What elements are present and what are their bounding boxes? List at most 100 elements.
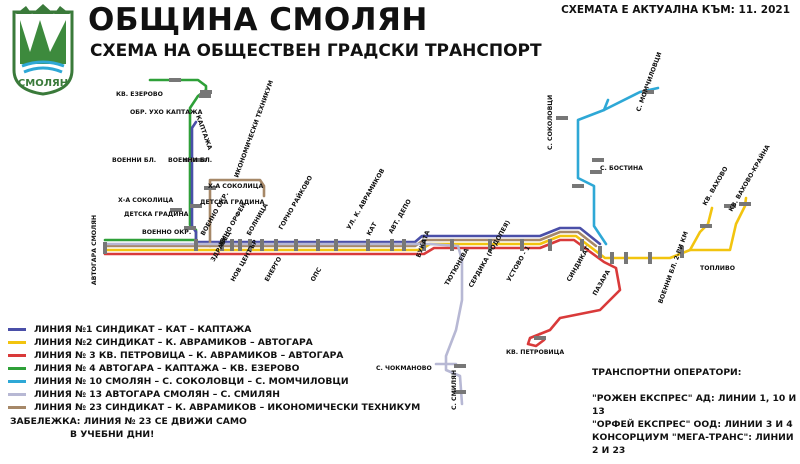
station-stop-marker (334, 239, 338, 251)
station-stop-marker (450, 239, 454, 251)
operator-rozhen: "РОЖЕН ЕКСПРЕС" АД: ЛИНИИ 1, 10 И 13 (592, 393, 797, 417)
station-stop-marker (248, 239, 252, 251)
smolyan-coat-of-arms-logo: СМОЛЯН (12, 4, 74, 96)
note-line-1: ЗАБЕЛЕЖКА: ЛИНИЯ № 23 СЕ ДВИЖИ САМО (10, 416, 247, 427)
page-title: ОБЩИНА СМОЛЯН (88, 2, 428, 38)
station-stop-marker (316, 239, 320, 251)
station-stop-marker (454, 364, 466, 368)
station-stop-marker (402, 239, 406, 251)
station-label-tyutyuneva: ТЮТЮНЕВА (444, 247, 471, 287)
legend-swatch (8, 406, 26, 409)
station-label-pazara: ПАЗАРА (592, 269, 612, 297)
legend-swatch (8, 393, 26, 396)
legend-item: ЛИНИЯ № 3 КВ. ПЕТРОВИЦА – К. АВРАМИКОВ –… (8, 349, 420, 362)
line-13-route (103, 242, 464, 406)
legend-label: ЛИНИЯ №1 СИНДИКАТ – КАТ – КАПТАЖА (34, 324, 252, 335)
station-stop-marker (169, 78, 181, 82)
station-stop-marker (230, 239, 234, 251)
station-label-bostina: С. БОСТИНА (600, 165, 643, 172)
legend-item: ЛИНИЯ № 13 АВТОГАРА СМОЛЯН – С. СМИЛЯН (8, 388, 420, 401)
lines-legend: ЛИНИЯ №1 СИНДИКАТ – КАТ – КАПТАЖА ЛИНИЯ №… (8, 323, 420, 414)
station-stop-marker (592, 158, 604, 162)
legend-swatch (8, 354, 26, 357)
line-3-route (103, 238, 622, 336)
station-stop-marker (454, 390, 466, 394)
station-stop-marker (648, 252, 652, 264)
station-stop-marker (680, 246, 684, 258)
station-stop-marker (184, 158, 196, 162)
station-label-avt-depo: АВТ. ДЕПО (388, 198, 413, 235)
legend-swatch (8, 367, 26, 370)
note-line-2: В УЧЕБНИ ДНИ! (70, 429, 155, 440)
station-label-k-avramikov-top: УЛ. К. АВРАМИКОВ (346, 167, 387, 231)
page-subtitle: СХЕМА НА ОБЩЕСТВЕН ГРАДСКИ ТРАНСПОРТ (90, 41, 542, 61)
legend-item: ЛИНИЯ №1 СИНДИКАТ – КАТ – КАПТАЖА (8, 323, 420, 336)
station-label-sindikat: СИНДИКАТ (566, 244, 592, 283)
station-stop-marker (103, 242, 107, 254)
station-label-h-sokolica-left: Х-А СОКОЛИЦА (118, 197, 173, 204)
station-label-ustovo: УСТОВО - 1 (506, 245, 532, 283)
station-label-chokmanovo: С. ЧОКМАНОВО (376, 365, 432, 372)
line-1-kaptazha-branch (190, 120, 198, 234)
legend-swatch (8, 341, 26, 344)
legend-swatch (8, 328, 26, 331)
station-label-kat: КАТ (366, 221, 379, 237)
station-label-bolnica: БОЛНИЦА (246, 202, 270, 237)
line-3-petrovica-loop (526, 332, 546, 348)
station-stop-marker (624, 252, 628, 264)
station-label-petrovica: КВ. ПЕТРОВИЦА (506, 349, 564, 356)
station-label-gorno-raikovo: ГОРНО РАЙКОВО (276, 174, 314, 231)
station-stop-marker (590, 170, 602, 174)
station-stop-marker (199, 94, 211, 98)
station-label-ikonomicheski: ИКОНОМИЧЕСКИ ТЕХНИКУМ (233, 80, 275, 179)
station-stop-marker (238, 239, 242, 251)
station-label-ops: ОПС (310, 266, 324, 283)
station-stop-marker (170, 208, 182, 212)
station-stop-marker (194, 239, 198, 251)
station-label-detska-right: ДЕТСКА ГРАДИНА (200, 199, 265, 206)
station-label-voenno-ba-right: ВОЕННИ БЛ. (168, 157, 212, 164)
station-label-sokolovci: С. СОКОЛОВЦИ (547, 95, 554, 150)
station-stop-marker (520, 239, 524, 251)
station-stop-marker (534, 336, 546, 340)
line-10-momchilovci (602, 86, 660, 112)
station-label-smilyan: С. СМИЛЯН (451, 370, 458, 410)
station-label-kaptazha: КАПТАЖА (194, 114, 213, 151)
station-label-topivo: ТОПЛИВО (700, 265, 735, 272)
station-label-h-sokolica-right: Х-А СОКОЛИЦА (208, 183, 263, 190)
station-stop-marker (739, 202, 751, 206)
station-stop-marker (260, 239, 264, 251)
station-stop-marker (700, 224, 712, 228)
station-label-energo: ЕНЕРГО (264, 256, 284, 283)
station-label-detska-left: ДЕТСКА ГРАДИНА (124, 211, 189, 218)
station-stop-marker (390, 239, 394, 251)
station-stop-marker (548, 239, 552, 251)
station-stop-marker (366, 239, 370, 251)
station-stop-marker (724, 204, 736, 208)
station-stop-marker (294, 239, 298, 251)
station-label-momchilovci: С. МОМЧИЛОВЦИ (635, 51, 663, 112)
line-23-route (208, 178, 266, 248)
legend-item: ЛИНИЯ №2 СИНДИКАТ – К. АВРАМИКОВ – АВТОГ… (8, 336, 420, 349)
station-stop-marker (488, 239, 492, 251)
line-23-main (103, 230, 598, 248)
operator-mega-trans: КОНСОРЦИУМ "МЕГА-ТРАНС": ЛИНИИ 2 И 23 (592, 432, 794, 456)
legend-label: ЛИНИЯ № 10 СМОЛЯН – С. СОКОЛОВЦИ – С. МО… (34, 376, 349, 387)
legend-label: ЛИНИЯ №2 СИНДИКАТ – К. АВРАМИКОВ – АВТОГ… (34, 337, 313, 348)
station-stop-marker (204, 186, 216, 190)
station-stop-marker (610, 252, 614, 264)
legend-item: ЛИНИЯ № 4 АВТОГАРА – КАПТАЖА – КВ. ЕЗЕРО… (8, 362, 420, 375)
transport-operators: ТРАНСПОРТНИ ОПЕРАТОРИ: "РОЖЕН ЕКСПРЕС" А… (592, 366, 800, 457)
station-stop-marker (422, 239, 426, 251)
legend-item: ЛИНИЯ № 23 СИНДИКАТ – К. АВРАМИКОВ – ИКО… (8, 401, 420, 414)
station-stop-marker (200, 90, 212, 94)
station-label-ezerovo: КВ. ЕЗЕРОВО (116, 91, 163, 98)
station-stop-marker (556, 116, 568, 120)
station-label-voenno-ba-left: ВОЕННИ БЛ. (112, 157, 156, 164)
operator-orfei: "ОРФЕЙ ЕКСПРЕС" ООД: ЛИНИИ 3 И 4 (592, 419, 793, 430)
station-label-avtogara: АВТОГАРА СМОЛЯН (91, 215, 98, 285)
legend-label: ЛИНИЯ № 23 СИНДИКАТ – К. АВРАМИКОВ – ИКО… (34, 402, 421, 413)
station-label-vahovo: КВ. ВАХОВО (702, 166, 730, 207)
station-stop-marker (184, 226, 196, 230)
